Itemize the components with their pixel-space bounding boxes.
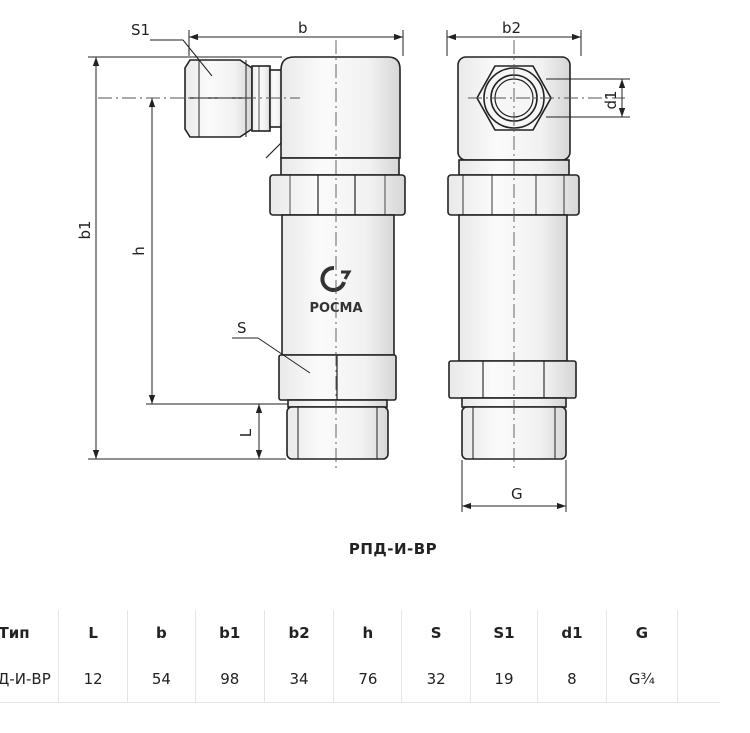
cell-b: 54 xyxy=(127,656,196,703)
cell-h: 76 xyxy=(333,656,403,703)
dimension-labels: S1 b b2 d1 b1 h S L G xyxy=(76,19,620,503)
cell-type: РПД-И-ВР xyxy=(0,656,60,703)
table-row: РПД-И-ВР 12 54 98 34 76 32 19 8 G¾ xyxy=(0,656,720,703)
label-G: G xyxy=(511,485,523,503)
label-S1: S1 xyxy=(131,21,150,39)
header-cell: h xyxy=(333,610,403,656)
label-d1: d1 xyxy=(602,90,620,109)
label-b1: b1 xyxy=(76,220,94,239)
logo-mark xyxy=(320,266,346,292)
cell-d1: 8 xyxy=(537,656,607,703)
side-lower-nut xyxy=(448,360,577,399)
cell-L: 12 xyxy=(58,656,129,703)
label-b: b xyxy=(298,19,308,37)
table-header-row: Тип L b b1 b2 h S S1 d1 G xyxy=(0,610,720,656)
cell-G: G¾ xyxy=(606,656,679,703)
model-caption: РПД-И-ВР xyxy=(348,540,438,558)
header-cell: S1 xyxy=(470,610,539,656)
header-cell-empty xyxy=(678,610,720,656)
dimension-lines xyxy=(88,30,630,512)
header-cell: b xyxy=(127,610,196,656)
cell-b2: 34 xyxy=(264,656,335,703)
header-cell: Тип xyxy=(0,610,60,656)
sensor-body xyxy=(281,214,395,356)
center-lines xyxy=(98,40,625,470)
connector-housing xyxy=(280,56,401,159)
header-cell: d1 xyxy=(537,610,607,656)
cell-b1: 98 xyxy=(195,656,265,703)
cell-S1: 19 xyxy=(470,656,539,703)
label-h: h xyxy=(130,246,148,256)
header-cell: S xyxy=(401,610,471,656)
header-cell: G xyxy=(606,610,679,656)
technical-drawing: РОСМА xyxy=(76,19,630,512)
front-view xyxy=(184,56,406,460)
thread-fitting xyxy=(286,406,389,460)
header-cell: b2 xyxy=(264,610,335,656)
cell-S: 32 xyxy=(401,656,471,703)
label-L: L xyxy=(237,428,255,437)
cell-empty xyxy=(677,656,720,703)
spec-table: Тип L b b1 b2 h S S1 d1 G РПД-И-ВР 12 54… xyxy=(0,610,720,703)
side-upper-nut xyxy=(447,174,580,216)
label-b2: b2 xyxy=(502,19,521,37)
header-cell: L xyxy=(58,610,129,656)
header-cell: b1 xyxy=(195,610,265,656)
label-S: S xyxy=(237,319,247,337)
